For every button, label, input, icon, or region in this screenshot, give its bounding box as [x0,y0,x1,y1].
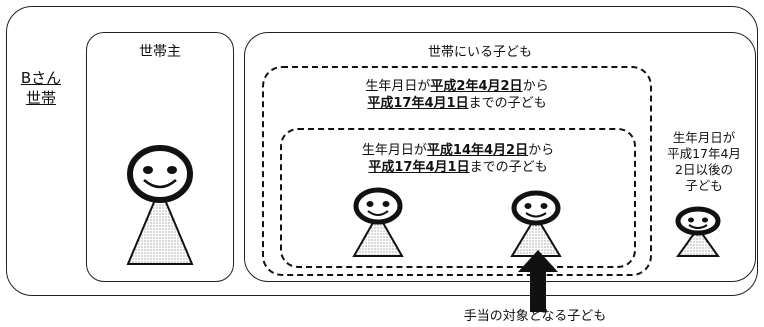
inner-caption-from: から [528,143,555,158]
inner-caption-date-to: 平成17年4月1日 [368,160,470,175]
inner-caption-date-from: 平成14年4月2日 [426,143,529,158]
outer-caption-from: から [522,79,549,94]
up-arrow-icon [518,250,558,312]
right-note-line4: 子ども [685,178,723,193]
inner-caption-pre: 生年月日が [361,143,427,158]
child-figure-3 [675,206,721,257]
right-note-line3: 2日以後の [675,162,733,177]
outer-caption-to: までの子ども [468,96,547,111]
household-label-line1: Bさん [20,69,62,87]
household-frame [6,6,758,296]
inner-dashed-group [280,128,636,268]
children-box [244,32,756,282]
head-person-figure [126,145,194,265]
right-note: 生年月日が 平成17年4月 2日以後の 子ども [654,130,754,194]
arrow-caption: 手当の対象となる子ども [463,309,607,324]
child-figure-1 [352,187,404,257]
outer-caption-pre: 生年月日が [365,79,431,94]
inner-caption-to: までの子ども [469,160,548,175]
outer-caption-date-from: 平成2年4月2日 [430,79,523,94]
outer-dashed-caption: 生年月日が平成2年4月2日から 平成17年4月1日までの子ども [262,78,652,112]
children-box-title: 世帯にいる子ども [427,45,532,60]
outer-dashed-group [262,66,652,276]
household-label-line2: 世帯 [25,89,56,107]
child-figure-2 [510,190,562,257]
outer-caption-date-to: 平成17年4月1日 [367,96,469,111]
right-note-line2: 平成17年4月 [667,146,741,161]
head-box [86,32,234,282]
inner-dashed-caption: 生年月日が平成14年4月2日から 平成17年4月1日までの子ども [280,142,636,176]
household-label: Bさん 世帯 [18,68,64,108]
right-note-line1: 生年月日が [672,130,736,145]
head-box-title: 世帯主 [139,44,181,60]
